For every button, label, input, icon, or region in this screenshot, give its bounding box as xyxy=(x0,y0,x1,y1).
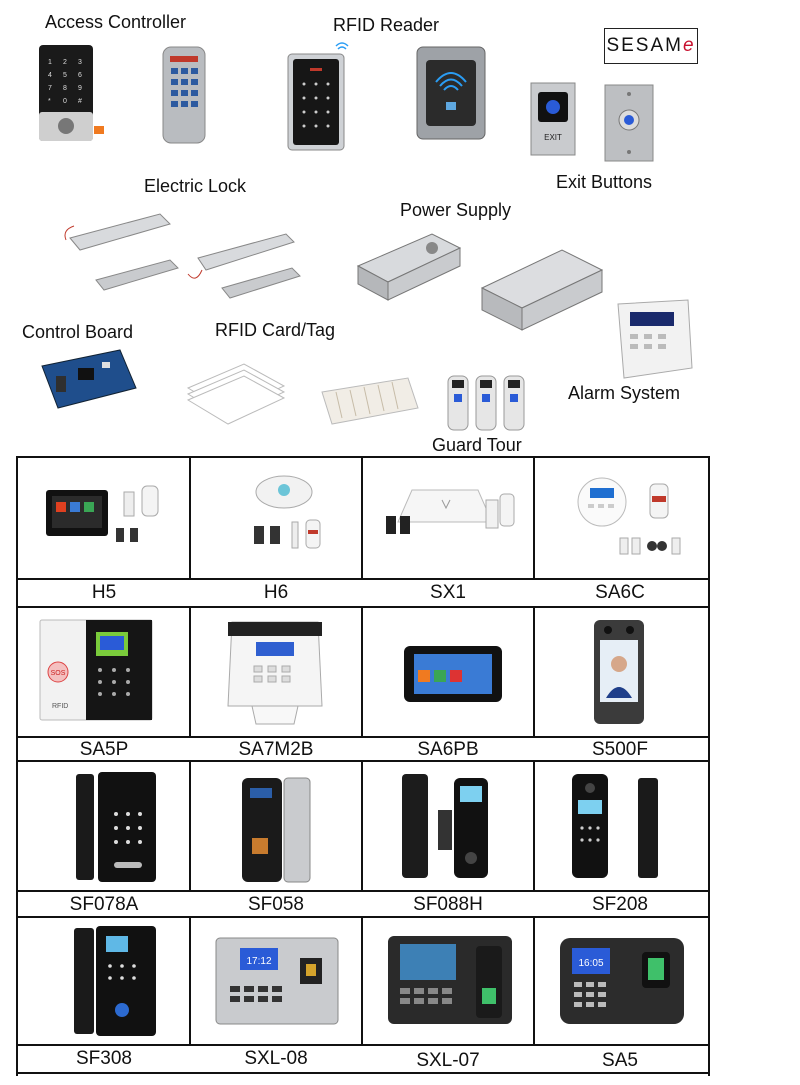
grid-row-4-images xyxy=(18,918,708,1046)
rfid-reader-metal-image xyxy=(416,46,486,140)
product-label-sa6pb: SA6PB xyxy=(417,739,479,760)
product-label-sa5: SA5 xyxy=(602,1050,638,1071)
sf088h-image xyxy=(402,774,488,878)
svg-text:1: 1 xyxy=(48,59,52,66)
sa6pb-image xyxy=(404,646,502,702)
power-supply-image xyxy=(356,233,462,301)
exit-button-metal-image xyxy=(604,84,654,162)
s500f-image xyxy=(594,620,644,724)
product-label-s500f: S500F xyxy=(592,739,648,760)
sx1-image xyxy=(386,489,515,534)
grid-row-1-labels xyxy=(18,580,708,608)
h6-image xyxy=(254,475,321,549)
grid-row-2-images xyxy=(18,608,708,738)
product-label-h6: H6 xyxy=(263,582,289,603)
grid-row-3-labels xyxy=(18,892,708,918)
sxl-07-image xyxy=(388,936,512,1024)
category-alarm-system: Alarm System xyxy=(568,383,681,403)
category-exit-buttons: Exit Buttons xyxy=(556,172,653,192)
svg-text:2: 2 xyxy=(63,59,67,66)
electric-lock-image xyxy=(64,213,179,291)
rfid-cards-image xyxy=(186,363,286,425)
svg-text:7: 7 xyxy=(48,85,52,92)
svg-text:#: # xyxy=(78,98,82,105)
category-guard-tour: Guard Tour xyxy=(432,435,522,455)
sf308-image xyxy=(74,926,156,1036)
sa7m2b-image xyxy=(227,621,323,725)
category-electric-lock: Electric Lock xyxy=(144,176,247,196)
svg-text:4: 4 xyxy=(48,72,52,79)
category-rfid-reader: RFID Reader xyxy=(333,15,440,35)
svg-text:16:05: 16:05 xyxy=(578,958,603,969)
guard-tour-image xyxy=(447,375,525,431)
product-grid: SOS RFID xyxy=(16,456,710,1076)
grid-row-3-images xyxy=(18,762,708,892)
svg-text:5: 5 xyxy=(63,72,67,79)
exit-button-image: EXIT xyxy=(530,82,576,156)
product-label-sf078a: SF078A xyxy=(69,894,139,915)
sa6c-image xyxy=(577,477,681,555)
svg-text:17:12: 17:12 xyxy=(246,956,271,967)
product-label-sf088h: SF088H xyxy=(413,894,483,915)
svg-text:RFID: RFID xyxy=(52,703,68,710)
svg-text:*: * xyxy=(48,98,51,105)
product-label-sf208: SF208 xyxy=(592,894,648,915)
svg-text:SOS: SOS xyxy=(51,670,66,677)
category-access-controller: Access Controller xyxy=(45,12,187,32)
product-label-sa7m2b: SA7M2B xyxy=(238,739,314,760)
svg-text:3: 3 xyxy=(78,59,82,66)
grid-row-1-images xyxy=(18,458,708,580)
product-label-sxl-08: SXL-08 xyxy=(244,1048,308,1069)
sa5p-image: SOS RFID xyxy=(39,619,153,721)
sxl-08-image: 17:12 xyxy=(215,937,339,1025)
rfid-reader-keypad-image xyxy=(287,42,349,151)
svg-text:8: 8 xyxy=(63,85,67,92)
category-control-board: Control Board xyxy=(22,322,134,342)
product-label-sf308: SF308 xyxy=(76,1048,132,1069)
product-label-sx1: SX1 xyxy=(430,582,466,603)
alarm-panel-image xyxy=(617,299,693,379)
electric-lock-2-image xyxy=(187,233,301,299)
product-label-sa6c: SA6C xyxy=(595,582,645,603)
sa5-image: 16:05 xyxy=(560,938,684,1024)
access-controller-keypad-image: 1 2 3 4 5 6 7 8 9 * 0 # xyxy=(39,45,104,141)
category-power-supply: Power Supply xyxy=(400,200,512,220)
access-controller-metal-image xyxy=(162,46,206,144)
power-supply-2-image xyxy=(480,249,604,331)
grid-row-2-labels xyxy=(18,738,708,762)
h5-image xyxy=(46,485,159,542)
product-label-h5: H5 xyxy=(91,582,117,603)
product-label-sa5p: SA5P xyxy=(79,739,129,760)
product-label-sf058: SF058 xyxy=(248,894,304,915)
sf058-image xyxy=(242,777,311,883)
product-label-sxl-07: SXL-07 xyxy=(416,1050,480,1071)
svg-text:9: 9 xyxy=(78,85,82,92)
control-board-image xyxy=(41,349,137,409)
sf078a-image xyxy=(76,772,156,882)
rfid-tag-roll-image xyxy=(321,377,419,425)
grid-row-4-labels xyxy=(18,1046,708,1074)
category-rfid-card: RFID Card/Tag xyxy=(215,320,336,340)
svg-text:6: 6 xyxy=(78,72,82,79)
svg-text:EXIT: EXIT xyxy=(544,133,562,142)
svg-text:0: 0 xyxy=(63,98,67,105)
sf208-image xyxy=(572,774,658,878)
